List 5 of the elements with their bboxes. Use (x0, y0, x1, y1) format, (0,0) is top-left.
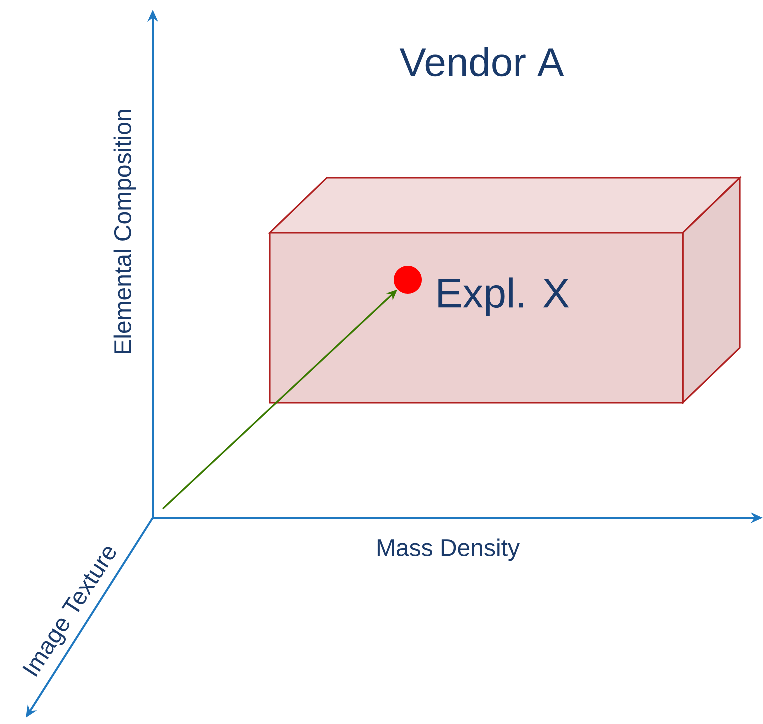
axis-label: Mass Density (378, 538, 520, 562)
title: Vendor A (400, 47, 564, 77)
point-label: Expl. X (438, 278, 570, 316)
axis-label: Elemental Composition (114, 110, 136, 354)
dot (394, 266, 422, 294)
